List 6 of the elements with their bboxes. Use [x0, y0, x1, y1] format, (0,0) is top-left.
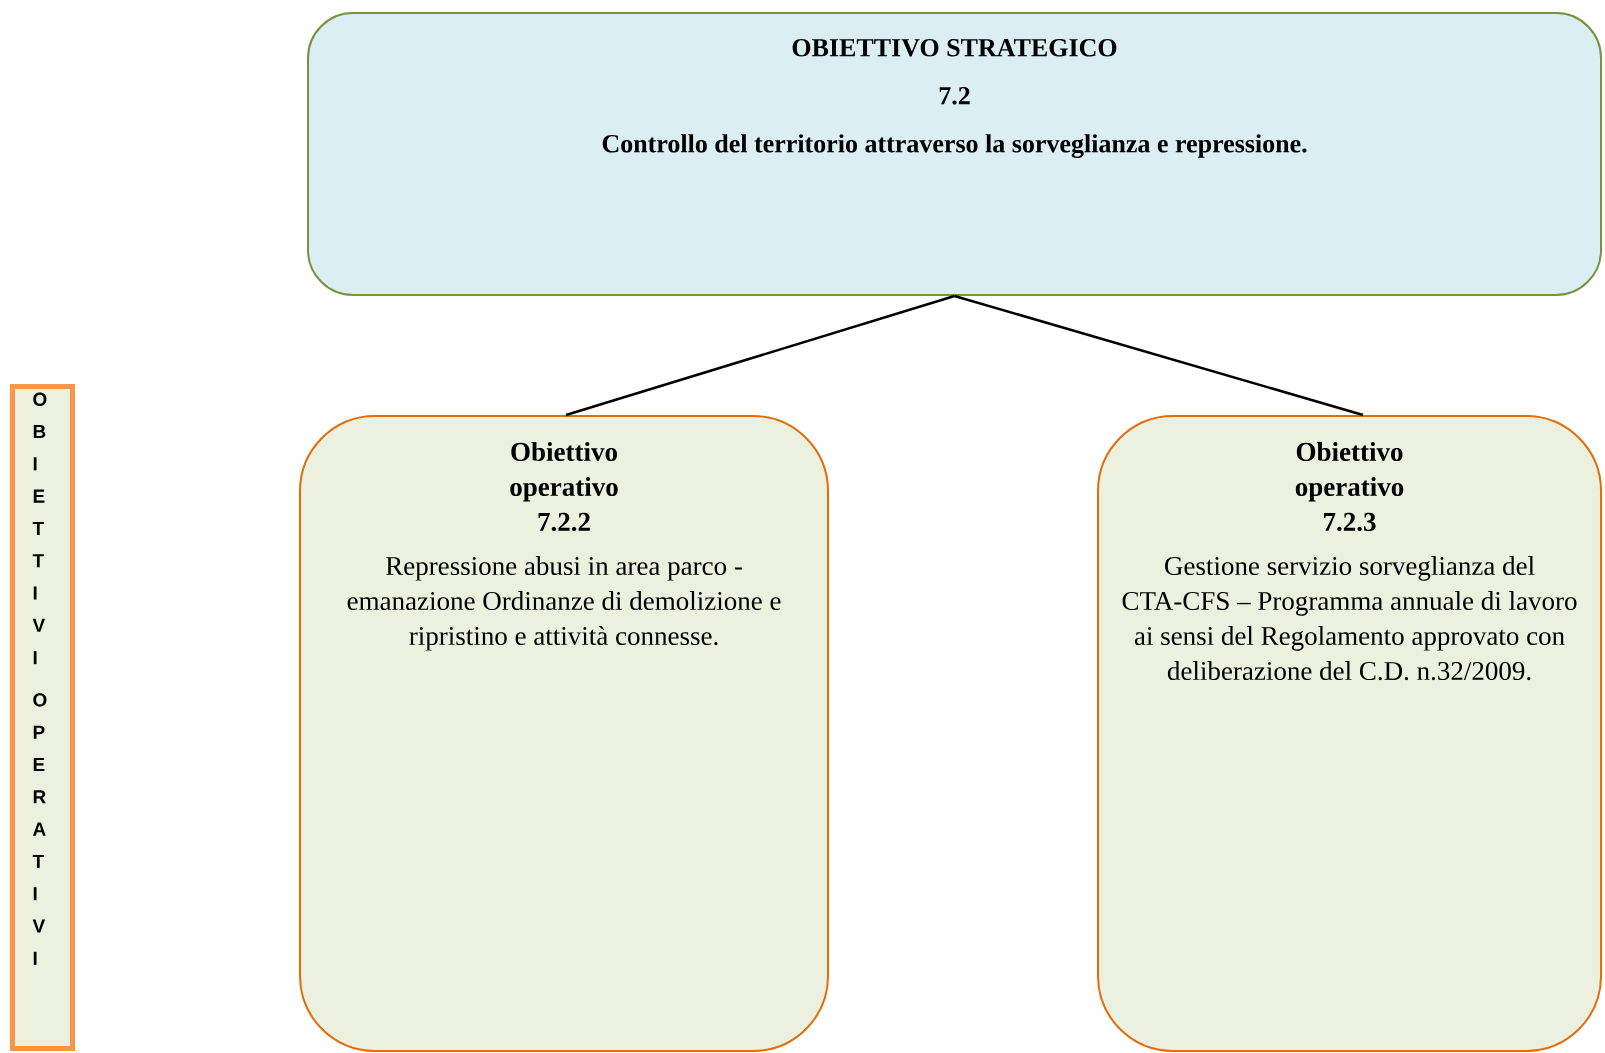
strategic-goal-box: OBIETTIVO STRATEGICO 7.2 Controllo del territorio attraverso la sorveglianza e repressione.: [307, 12, 1602, 296]
operational-goal-box: Obiettivo operativo 7.2.3 Gestione servizio sorveglianza del CTA-CFS – Programma annuale di lavoro ai sensi del Regolamento approvato con deliberazione del C.D. n.32/2009.: [1097, 415, 1602, 1052]
vertical-label-bar: O B I E T T I V I O P E R A T I V I: [10, 384, 75, 1051]
connector-line: [954, 294, 1364, 417]
connector-line: [565, 294, 955, 417]
operational-goal-box: Obiettivo operativo 7.2.2 Repressione abusi in area parco - emanazione Ordinanze di demolizione e ripristino e attività connesse.: [299, 415, 829, 1052]
